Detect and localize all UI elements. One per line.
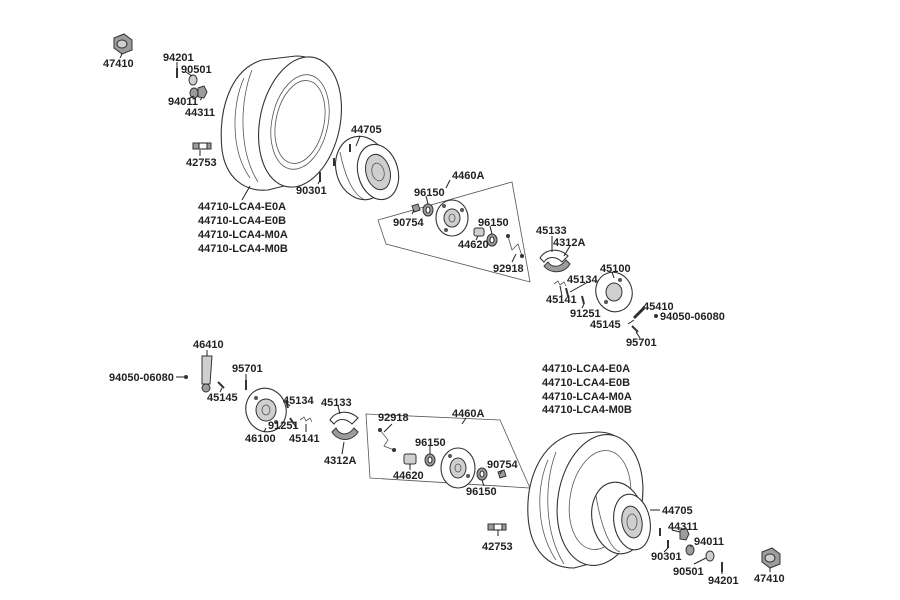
rim-bolt-bottom xyxy=(659,528,669,548)
label-bearing-bottom-1: 96150 xyxy=(415,437,446,449)
oil-seal-bottom xyxy=(497,469,507,479)
valve-stem-bottom xyxy=(487,523,507,531)
label-brake-panel-bottom: 4312A xyxy=(324,455,357,467)
bearing-top-1 xyxy=(422,203,434,217)
brake-plate-bottom xyxy=(245,387,287,433)
label-screw-top: 91251 xyxy=(570,308,601,320)
label-tire-top-m0b: 44710-LCA4-M0B xyxy=(198,243,288,255)
arm-bolt-top xyxy=(654,314,658,318)
brake-arm-bottom xyxy=(201,355,213,393)
label-tire-bottom-m0a: 44710-LCA4-M0A xyxy=(542,391,632,403)
label-rim-bolt-top: 90301 xyxy=(296,185,327,197)
valve-stem-top xyxy=(192,142,212,150)
label-tire-bottom-e0a: 44710-LCA4-E0A xyxy=(542,363,631,375)
washer2-bottom xyxy=(685,544,695,556)
hub-group-frame-top xyxy=(377,181,531,283)
label-washer-top: 90501 xyxy=(181,64,212,76)
label-clip-bottom: 95701 xyxy=(232,363,263,375)
label-cotter-pin-top: 94201 xyxy=(163,52,194,64)
screw-top xyxy=(581,295,585,305)
brake-cam-top xyxy=(565,287,569,297)
label-brake-cable-bottom: 92918 xyxy=(378,412,409,424)
label-rim-bolt-bottom: 90301 xyxy=(651,551,682,563)
axle-nut-top xyxy=(113,33,133,55)
label-spring-bottom: 45141 xyxy=(289,433,320,445)
label-hub-bottom: 4460A xyxy=(452,408,485,420)
label-axle-nut-top: 47410 xyxy=(103,58,134,70)
brake-cable-top xyxy=(506,234,524,258)
bearing-bottom-2 xyxy=(476,467,488,481)
label-washer2-top: 94011 xyxy=(168,96,198,108)
label-arm-bolt-top: 94050-06080 xyxy=(660,311,725,323)
arm-bolt-bottom xyxy=(184,375,188,379)
brake-shoe-bottom xyxy=(329,411,359,440)
hub-bottom xyxy=(440,447,476,489)
label-spring-top: 45141 xyxy=(546,294,577,306)
tire-top xyxy=(220,55,343,191)
washer-top xyxy=(188,74,198,86)
label-tire-bottom-m0b: 44710-LCA4-M0B xyxy=(542,404,632,416)
brake-arm-top xyxy=(632,306,646,320)
spring-top xyxy=(553,280,567,287)
label-washer2-bottom: 94011 xyxy=(694,536,724,548)
label-rim-bottom: 44705 xyxy=(662,505,693,517)
rim-bottom xyxy=(591,481,651,555)
label-pin-bottom: 45145 xyxy=(207,392,238,404)
brake-shoe-top xyxy=(539,249,571,273)
label-valve-stem-top: 42753 xyxy=(186,157,217,169)
screw-bottom xyxy=(289,417,295,425)
label-bearing-top-2: 96150 xyxy=(478,217,509,229)
label-bearing-top-1: 96150 xyxy=(414,187,445,199)
bearing-bottom-1 xyxy=(424,453,436,467)
label-brake-arm-bottom: 46410 xyxy=(193,339,224,351)
label-cam-bottom: 45134 xyxy=(283,395,314,407)
cam-bottom xyxy=(285,399,289,409)
label-oil-seal-bottom: 90754 xyxy=(487,459,518,471)
label-hub-top: 4460A xyxy=(452,170,485,182)
label-cotter-pin-bottom: 94201 xyxy=(708,575,739,587)
lug-nut-top xyxy=(197,85,208,99)
leader-lines xyxy=(119,53,771,574)
rim-top xyxy=(335,135,400,201)
label-tire-top-m0a: 44710-LCA4-M0A xyxy=(198,229,288,241)
label-brake-arm-top: 45410 xyxy=(643,301,674,313)
label-brake-shoe-top: 45133 xyxy=(536,225,567,237)
label-brake-shoe-bottom: 45133 xyxy=(321,397,352,409)
label-pin-top: 45145 xyxy=(590,319,621,331)
label-drum-plate-top: 45100 xyxy=(600,263,631,275)
label-tire-top-e0a: 44710-LCA4-E0A xyxy=(198,201,287,213)
label-cam-top: 45134 xyxy=(567,274,598,286)
label-axle-nut-bottom: 47410 xyxy=(754,573,785,585)
label-lug-nut-top: 44311 xyxy=(185,107,215,119)
label-tire-bottom-e0b: 44710-LCA4-E0B xyxy=(542,377,631,389)
label-brake-panel-top: 4312A xyxy=(553,237,586,249)
brake-panel-top xyxy=(595,271,633,313)
label-screw-bottom: 91251 xyxy=(268,420,299,432)
label-brake-cable-top: 92918 xyxy=(493,263,524,275)
label-oil-seal-top: 90754 xyxy=(393,217,424,229)
label-rim-top: 44705 xyxy=(351,124,382,136)
label-arm-bolt-bottom: 94050-06080 xyxy=(109,372,174,384)
label-valve-stem-bottom: 42753 xyxy=(482,541,513,553)
label-lug-nut-bottom: 44311 xyxy=(668,521,698,533)
label-tire-top-e0b: 44710-LCA4-E0B xyxy=(198,215,287,227)
hub-top xyxy=(435,199,469,237)
brake-cable-bottom xyxy=(378,428,396,452)
label-clip-top: 95701 xyxy=(626,337,657,349)
label-collar-bottom: 44620 xyxy=(393,470,424,482)
label-collar-top: 44620 xyxy=(458,239,489,251)
label-washer-bottom: 90501 xyxy=(673,566,704,578)
washer-bottom xyxy=(705,550,715,562)
label-bearing-bottom-2: 96150 xyxy=(466,486,497,498)
axle-nut-bottom xyxy=(761,547,781,569)
collar-bottom xyxy=(403,453,417,465)
lug-nut-bottom xyxy=(679,527,690,541)
label-brake-plate-bottom: 46100 xyxy=(245,433,276,445)
pin-bottom-45145 xyxy=(217,381,225,389)
clip-top xyxy=(631,325,639,333)
collar-top xyxy=(473,227,485,237)
spring-bottom xyxy=(299,416,313,423)
